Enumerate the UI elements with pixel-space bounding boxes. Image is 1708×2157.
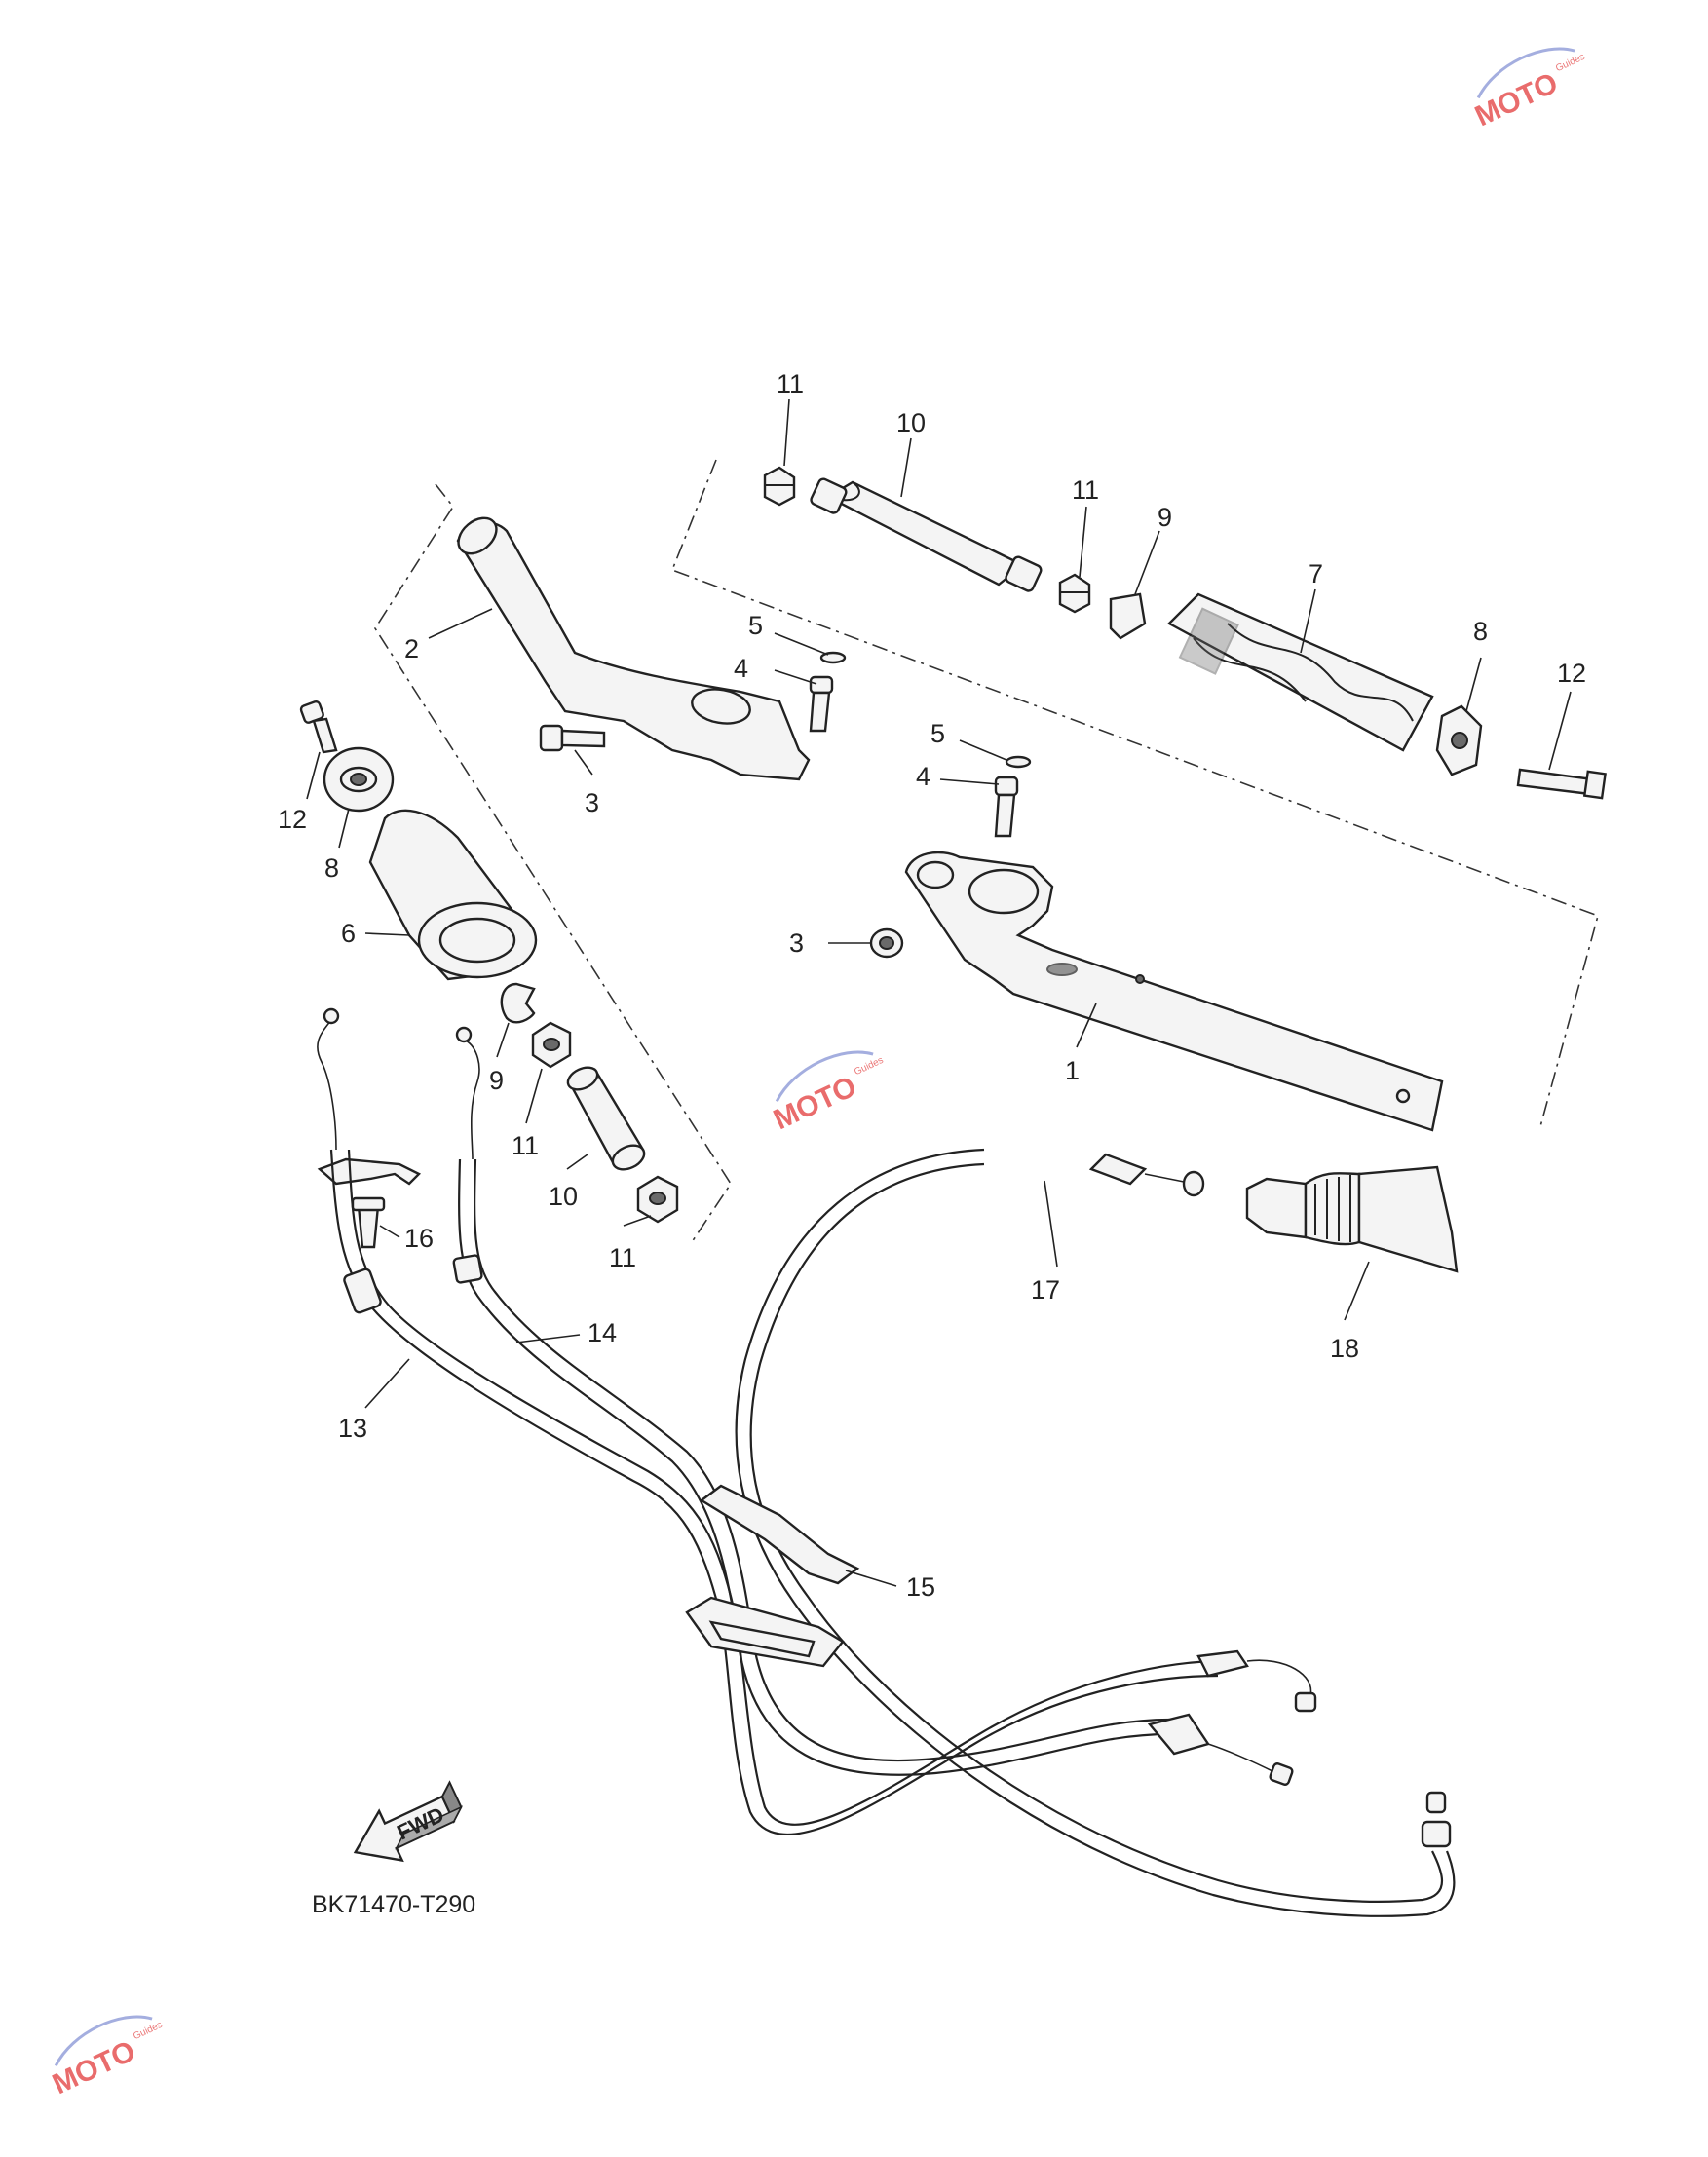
callout-5-right: 5 xyxy=(930,719,945,748)
assembly-boundary-left xyxy=(374,483,732,1243)
callout-9-right: 9 xyxy=(1158,503,1172,532)
callout-17: 17 xyxy=(1031,1275,1060,1305)
callout-2: 2 xyxy=(404,634,419,663)
cable-ends-lower xyxy=(1147,1649,1317,1786)
callout-11-left-b: 11 xyxy=(609,1243,636,1272)
nut-left-lower xyxy=(636,1175,679,1224)
callout-12-left: 12 xyxy=(278,805,307,834)
svg-text:Guides: Guides xyxy=(132,2020,164,2042)
washer-right xyxy=(1005,755,1032,769)
fwd-arrow-icon: FWD xyxy=(353,1780,464,1863)
callout-11-mid: 11 xyxy=(1072,475,1099,505)
cable-14 xyxy=(452,1158,1170,1776)
callout-11-top: 11 xyxy=(777,369,804,398)
throttle-grip xyxy=(368,809,538,981)
svg-text:MOTO: MOTO xyxy=(769,1071,861,1137)
callout-16: 16 xyxy=(404,1224,434,1253)
callout-11-left-a: 11 xyxy=(512,1131,539,1160)
svg-text:Guides: Guides xyxy=(1554,52,1586,74)
bar-end-cap-left xyxy=(323,746,395,813)
callout-4-left: 4 xyxy=(734,654,748,683)
screw-left xyxy=(299,700,338,754)
watermark-logo-center: MOTO Guides xyxy=(769,1050,885,1137)
cable-17 xyxy=(735,1148,1456,1917)
diagram-code: BK71470-T290 xyxy=(312,1891,475,1918)
callout-9-left: 9 xyxy=(489,1066,504,1095)
screw-right xyxy=(1516,768,1607,800)
leader-lines xyxy=(306,398,1572,1587)
bolt-left-upper xyxy=(809,675,834,733)
collar-right xyxy=(1109,592,1147,640)
bar-end-weight-left xyxy=(566,1066,646,1171)
cable-bracket-16 xyxy=(317,1157,422,1249)
callout-15: 15 xyxy=(906,1572,935,1602)
watermark-logo-top-right: MOTO Guides xyxy=(1470,47,1586,133)
callout-4-right: 4 xyxy=(916,762,930,791)
callout-numbers: 11 10 11 9 7 8 12 2 5 4 3 12 8 6 5 4 3 1… xyxy=(278,369,1586,1602)
callout-8-left: 8 xyxy=(324,853,339,883)
washer-left xyxy=(819,651,847,664)
bar-end-cap-right xyxy=(1435,704,1483,776)
grip-housing-18 xyxy=(1245,1165,1459,1273)
assembly-boundary-right xyxy=(670,459,1599,1131)
svg-text:Guides: Guides xyxy=(853,1055,885,1078)
callout-1: 1 xyxy=(1065,1056,1080,1085)
cable-guide-15 xyxy=(685,1484,860,1668)
handlebar-right xyxy=(904,851,1444,1132)
nut-left-upper xyxy=(531,1021,572,1069)
svg-text:MOTO: MOTO xyxy=(48,2035,140,2101)
callout-12-right: 12 xyxy=(1557,659,1586,688)
nut-middle xyxy=(1058,573,1091,614)
collar-left xyxy=(500,982,536,1024)
callout-13: 13 xyxy=(338,1414,367,1443)
nut-top xyxy=(763,466,796,507)
callout-6: 6 xyxy=(341,919,356,948)
callout-18: 18 xyxy=(1330,1334,1359,1363)
bolt-right-upper xyxy=(994,776,1019,838)
callout-3-left: 3 xyxy=(585,788,599,817)
callout-3-right: 3 xyxy=(789,928,804,958)
bolt-left xyxy=(539,724,606,752)
grip-right xyxy=(1167,592,1434,752)
callout-14: 14 xyxy=(588,1318,617,1347)
bolt-right xyxy=(869,927,904,959)
callout-5-left: 5 xyxy=(748,611,763,640)
throttle-cable-ends xyxy=(317,1007,480,1160)
callout-10-left: 10 xyxy=(549,1182,578,1211)
callout-7: 7 xyxy=(1309,559,1323,588)
svg-text:MOTO: MOTO xyxy=(1470,67,1563,133)
bar-end-weight-top xyxy=(810,477,1043,592)
handlebar-left xyxy=(456,516,811,781)
callout-10-top: 10 xyxy=(896,408,926,437)
watermark-logo-bottom-left: MOTO Guides xyxy=(48,2015,164,2101)
callout-8-right: 8 xyxy=(1473,617,1488,646)
